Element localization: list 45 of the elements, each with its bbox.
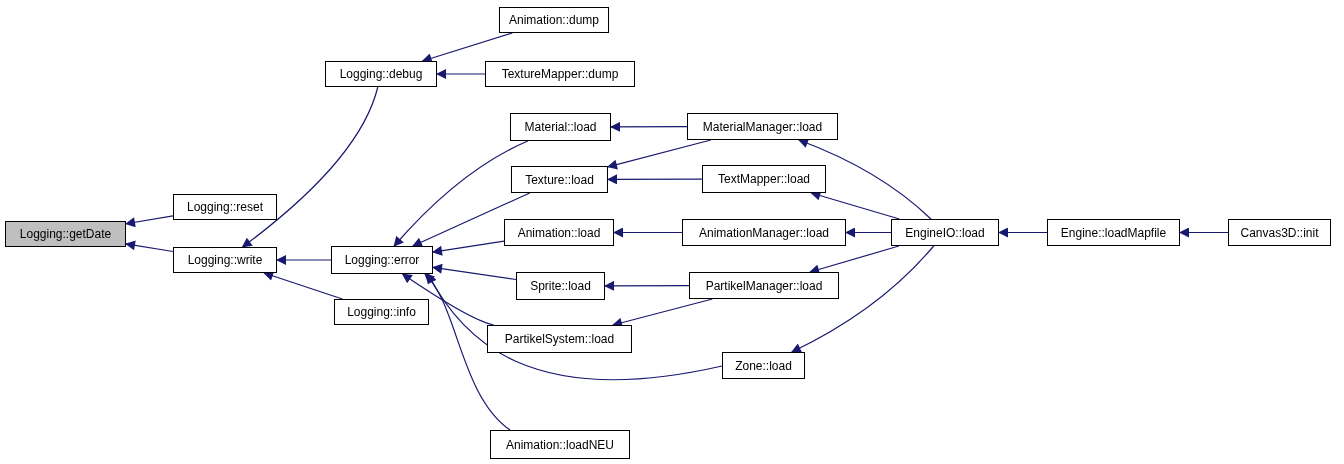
- function-box: Logging::error: [331, 246, 433, 274]
- arrow: [393, 140, 529, 247]
- arrow: [436, 69, 486, 79]
- arrow: [604, 280, 690, 291]
- arrow: [401, 273, 495, 326]
- function-box: Sprite::load: [516, 272, 605, 300]
- arrow: [125, 240, 174, 253]
- function-box: Animation::loadNEU: [490, 430, 630, 459]
- function-box: Logging::reset: [173, 194, 277, 220]
- function-box: EngineIO::load: [891, 219, 999, 246]
- function-box: Texture::load: [511, 166, 608, 193]
- function-box: Zone::load: [722, 352, 805, 379]
- function-box: Logging::getDate: [5, 221, 126, 247]
- arrow: [263, 271, 343, 300]
- arrow: [276, 255, 332, 265]
- arrow: [845, 227, 892, 238]
- arrow: [613, 227, 683, 238]
- function-box: Material::load: [510, 113, 611, 141]
- arrow: [411, 192, 531, 247]
- function-box: PartikelManager::load: [689, 272, 839, 299]
- arrow: [610, 121, 688, 132]
- function-box: PartikelSystem::load: [487, 325, 632, 353]
- arrow: [125, 215, 174, 228]
- arrow: [241, 86, 379, 248]
- function-box: Animation::dump: [499, 7, 609, 33]
- arrow: [790, 245, 935, 353]
- function-box: AnimationManager::load: [682, 219, 846, 246]
- function-box: Engine::loadMapfile: [1047, 219, 1180, 246]
- function-box: Logging::info: [334, 299, 429, 325]
- function-box: TextMapper::load: [702, 165, 826, 193]
- function-box: TextureMapper::dump: [485, 61, 635, 87]
- arrow: [1179, 227, 1229, 238]
- function-box: Canvas3D::init: [1228, 219, 1331, 246]
- arrow: [424, 273, 511, 431]
- arrow: [607, 174, 703, 185]
- function-box: Logging::write: [173, 247, 277, 273]
- arrow: [432, 240, 505, 256]
- function-box: Animation::load: [504, 219, 614, 246]
- arrow: [998, 227, 1048, 238]
- arrow: [798, 138, 932, 220]
- arrow: [607, 139, 712, 170]
- arrow: [432, 263, 517, 281]
- arrow: [427, 273, 723, 381]
- function-box: Logging::debug: [325, 61, 437, 87]
- function-box: MaterialManager::load: [687, 113, 838, 140]
